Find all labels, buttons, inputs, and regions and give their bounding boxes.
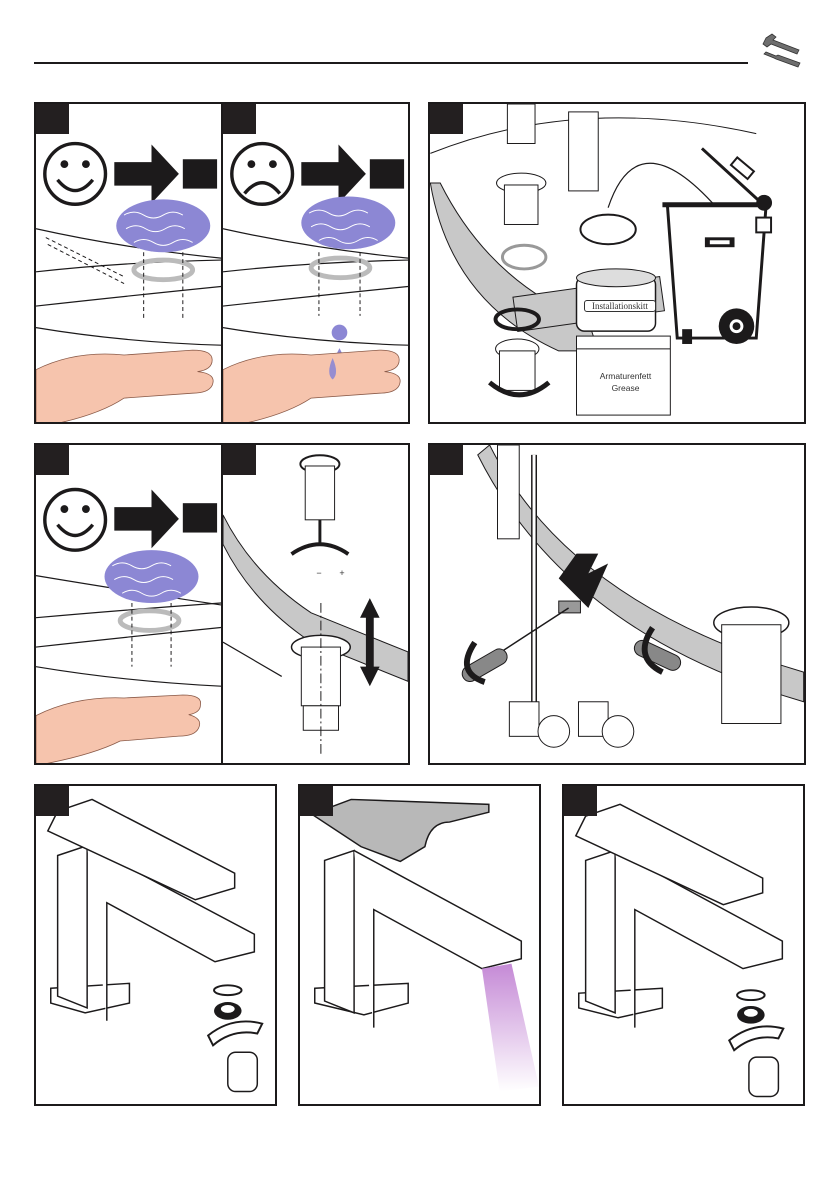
- step-number-badge: [223, 104, 256, 134]
- step-3-panel: Installationskitt Armaturenfett Grease: [428, 102, 806, 424]
- drain-body: [714, 607, 789, 724]
- arrow-right-icon: [301, 145, 366, 204]
- water-pool: [105, 550, 199, 603]
- step-number-badge: [430, 104, 463, 134]
- step-8-panel: [298, 784, 541, 1106]
- step-6-panel: [428, 443, 806, 765]
- stopper-part: [292, 455, 349, 554]
- step-4-illustration: [36, 445, 221, 763]
- grease-label-de: Armaturenfett: [578, 371, 673, 381]
- header-rule: [34, 62, 748, 64]
- wrench-screwdriver-icon: [760, 32, 808, 68]
- hand: [223, 350, 400, 422]
- step-number-badge: [36, 786, 69, 816]
- goto-step-badge: [370, 159, 404, 188]
- step-number-badge: [430, 445, 463, 475]
- step-7-illustration: [36, 786, 275, 1104]
- step-9-panel: [562, 784, 805, 1106]
- old-gasket: [502, 245, 545, 269]
- grease-label-en: Grease: [578, 383, 673, 393]
- step-2-illustration: [223, 104, 408, 422]
- happy-face-icon: [45, 489, 106, 550]
- goto-step-badge: [183, 503, 217, 532]
- lever-open: [312, 799, 489, 861]
- arrow-right-icon: [114, 145, 179, 204]
- faucet: [48, 799, 255, 1020]
- arrow-right-icon: [114, 489, 179, 548]
- angle-valve: [578, 702, 633, 747]
- step-9-illustration: [564, 786, 803, 1104]
- water-stream: [482, 964, 539, 1092]
- angle-valve: [509, 702, 569, 747]
- hand: [36, 695, 201, 763]
- step-5-panel: − +: [221, 443, 410, 765]
- step-number-badge: [223, 445, 256, 475]
- goto-step-badge: [183, 159, 217, 188]
- water-drop: [332, 325, 348, 341]
- step-1-panel: [34, 102, 223, 424]
- drain-insert-part: [569, 112, 599, 191]
- step-2-panel: [221, 102, 410, 424]
- faucet: [576, 804, 783, 1027]
- step-5-illustration: [223, 445, 408, 763]
- water-pool: [301, 196, 395, 249]
- aerator-parts: [208, 985, 262, 1091]
- adjust-plus-label: +: [337, 568, 347, 578]
- step-number-badge: [36, 104, 69, 134]
- step-6-illustration: [430, 445, 804, 763]
- sad-face-icon: [232, 144, 293, 205]
- drain-body: [496, 339, 539, 390]
- step-7-panel: [34, 784, 277, 1106]
- water-pool: [116, 199, 210, 252]
- step-number-badge: [564, 786, 597, 816]
- adjust-minus-label: −: [314, 568, 324, 578]
- step-number-badge: [300, 786, 333, 816]
- step-number-badge: [36, 445, 69, 475]
- happy-face-icon: [45, 144, 106, 205]
- drain-plug-part: [497, 104, 546, 224]
- step-8-illustration: [300, 786, 539, 1104]
- seal-ring: [580, 215, 635, 245]
- putty-can-label: Installationskitt: [584, 300, 656, 312]
- hand: [36, 350, 213, 422]
- rod-clamp: [559, 601, 581, 613]
- aerator-parts: [729, 990, 783, 1096]
- step-4-panel: [34, 443, 223, 765]
- step-1-illustration: [36, 104, 221, 422]
- trash-bin-icon: [662, 148, 772, 344]
